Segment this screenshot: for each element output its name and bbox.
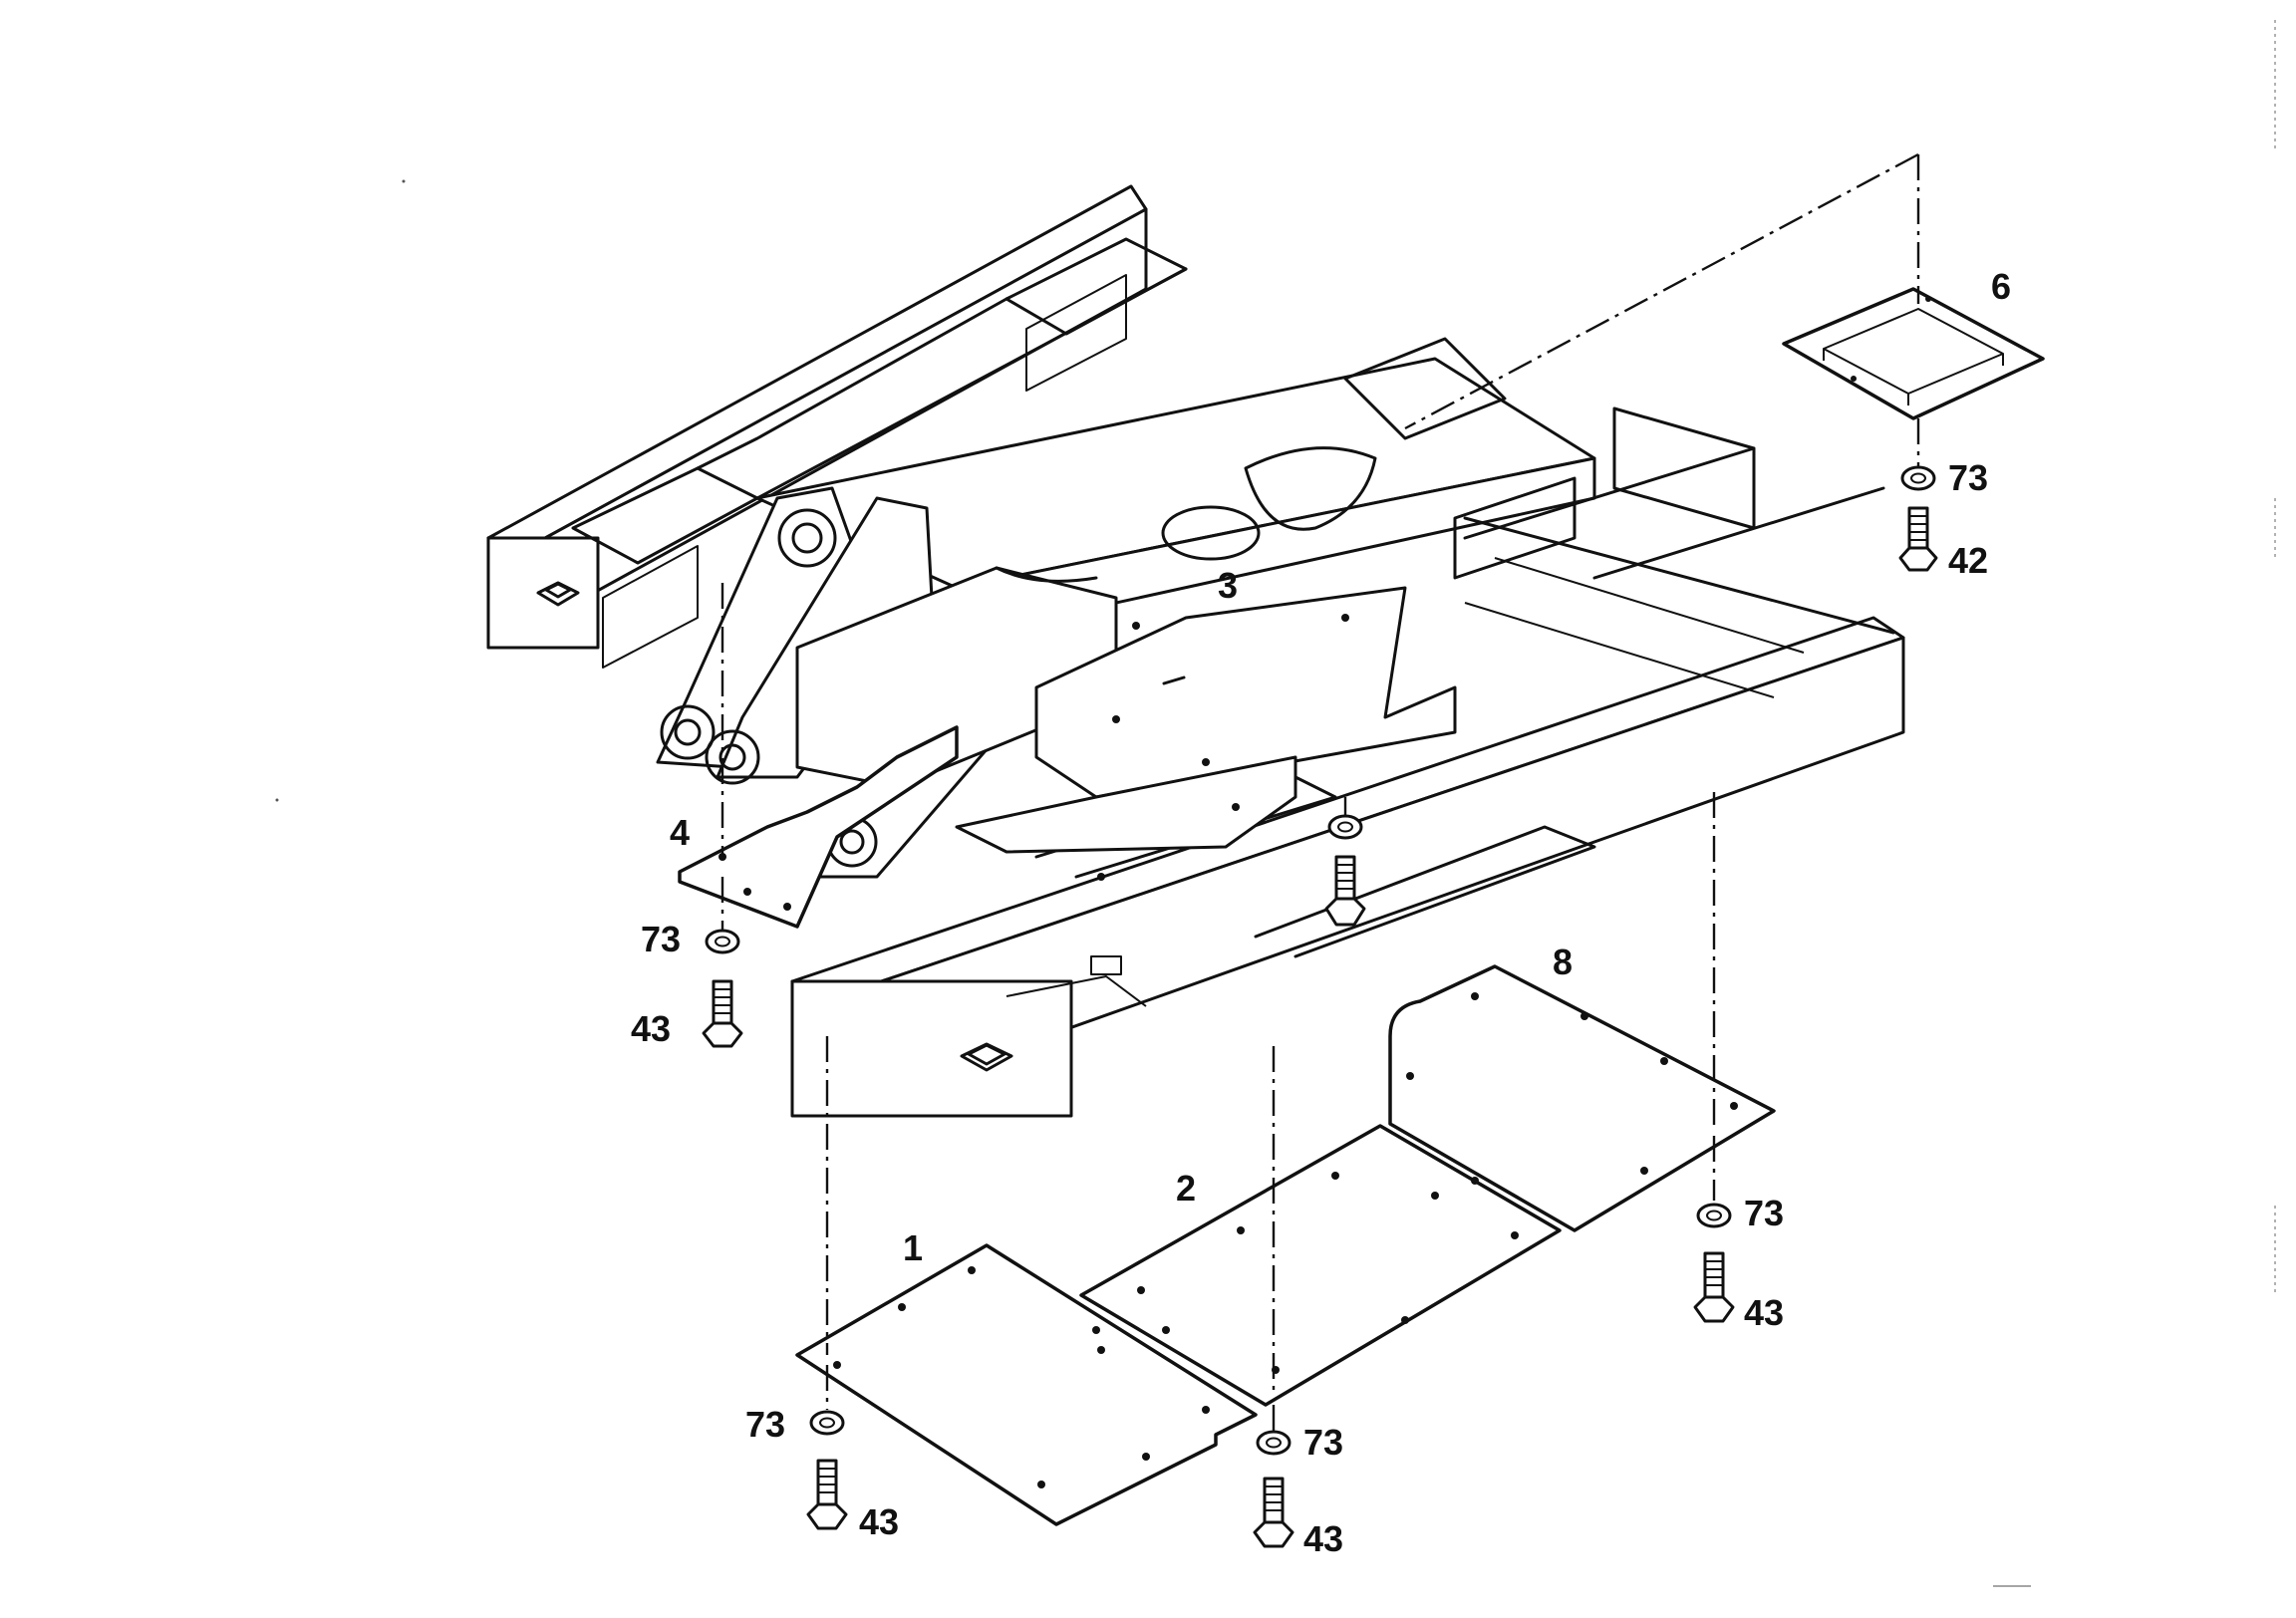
washer-4 (705, 929, 740, 954)
bolt-1 (806, 1459, 848, 1530)
plate-4 (678, 725, 959, 929)
callout-43-plate1: 43 (859, 1501, 899, 1542)
callout-43-plate2: 43 (1303, 1518, 1343, 1559)
bolt-4 (702, 979, 743, 1048)
callout-2: 2 (1176, 1168, 1196, 1209)
assembly-centerlines (720, 152, 1920, 1435)
callout-73-plate8: 73 (1744, 1193, 1784, 1233)
washer-6 (1900, 465, 1936, 491)
hardware-group-6 (1898, 465, 1938, 572)
callout-6: 6 (1991, 266, 2011, 307)
callout-43-plate8: 43 (1744, 1292, 1784, 1333)
hardware-group-1 (806, 1410, 848, 1530)
callout-73-plate2: 73 (1303, 1422, 1343, 1463)
hardware-group-4 (702, 929, 743, 1048)
hardware-group-2 (1253, 1430, 1294, 1548)
plate-8 (1388, 964, 1776, 1232)
callout-73-plate1: 73 (745, 1404, 785, 1445)
bolt-8 (1693, 1251, 1735, 1323)
callout-73-plate4: 73 (641, 919, 681, 959)
plate-1 (795, 1243, 1258, 1526)
upper-frame (486, 184, 1905, 1118)
bolt-2 (1253, 1477, 1294, 1548)
washer-2 (1256, 1430, 1292, 1456)
washer-1 (809, 1410, 845, 1436)
bolt-6 (1898, 506, 1938, 572)
callout-3: 3 (1218, 565, 1238, 606)
callout-73-cover: 73 (1948, 457, 1988, 498)
hardware-group-8 (1693, 1203, 1735, 1323)
callout-labels: 6 73 42 3 4 73 43 8 73 43 2 1 73 43 73 4… (631, 266, 2011, 1559)
cover-6 (1782, 287, 2045, 420)
callout-8: 8 (1553, 942, 1573, 982)
washer-8 (1696, 1203, 1732, 1228)
scan-marks (275, 20, 2276, 1587)
callout-1: 1 (903, 1227, 923, 1268)
callout-43-plate4: 43 (631, 1008, 671, 1049)
callout-42: 42 (1948, 540, 1988, 581)
callout-4: 4 (670, 812, 690, 853)
hardware-group-3 (1324, 814, 1366, 927)
